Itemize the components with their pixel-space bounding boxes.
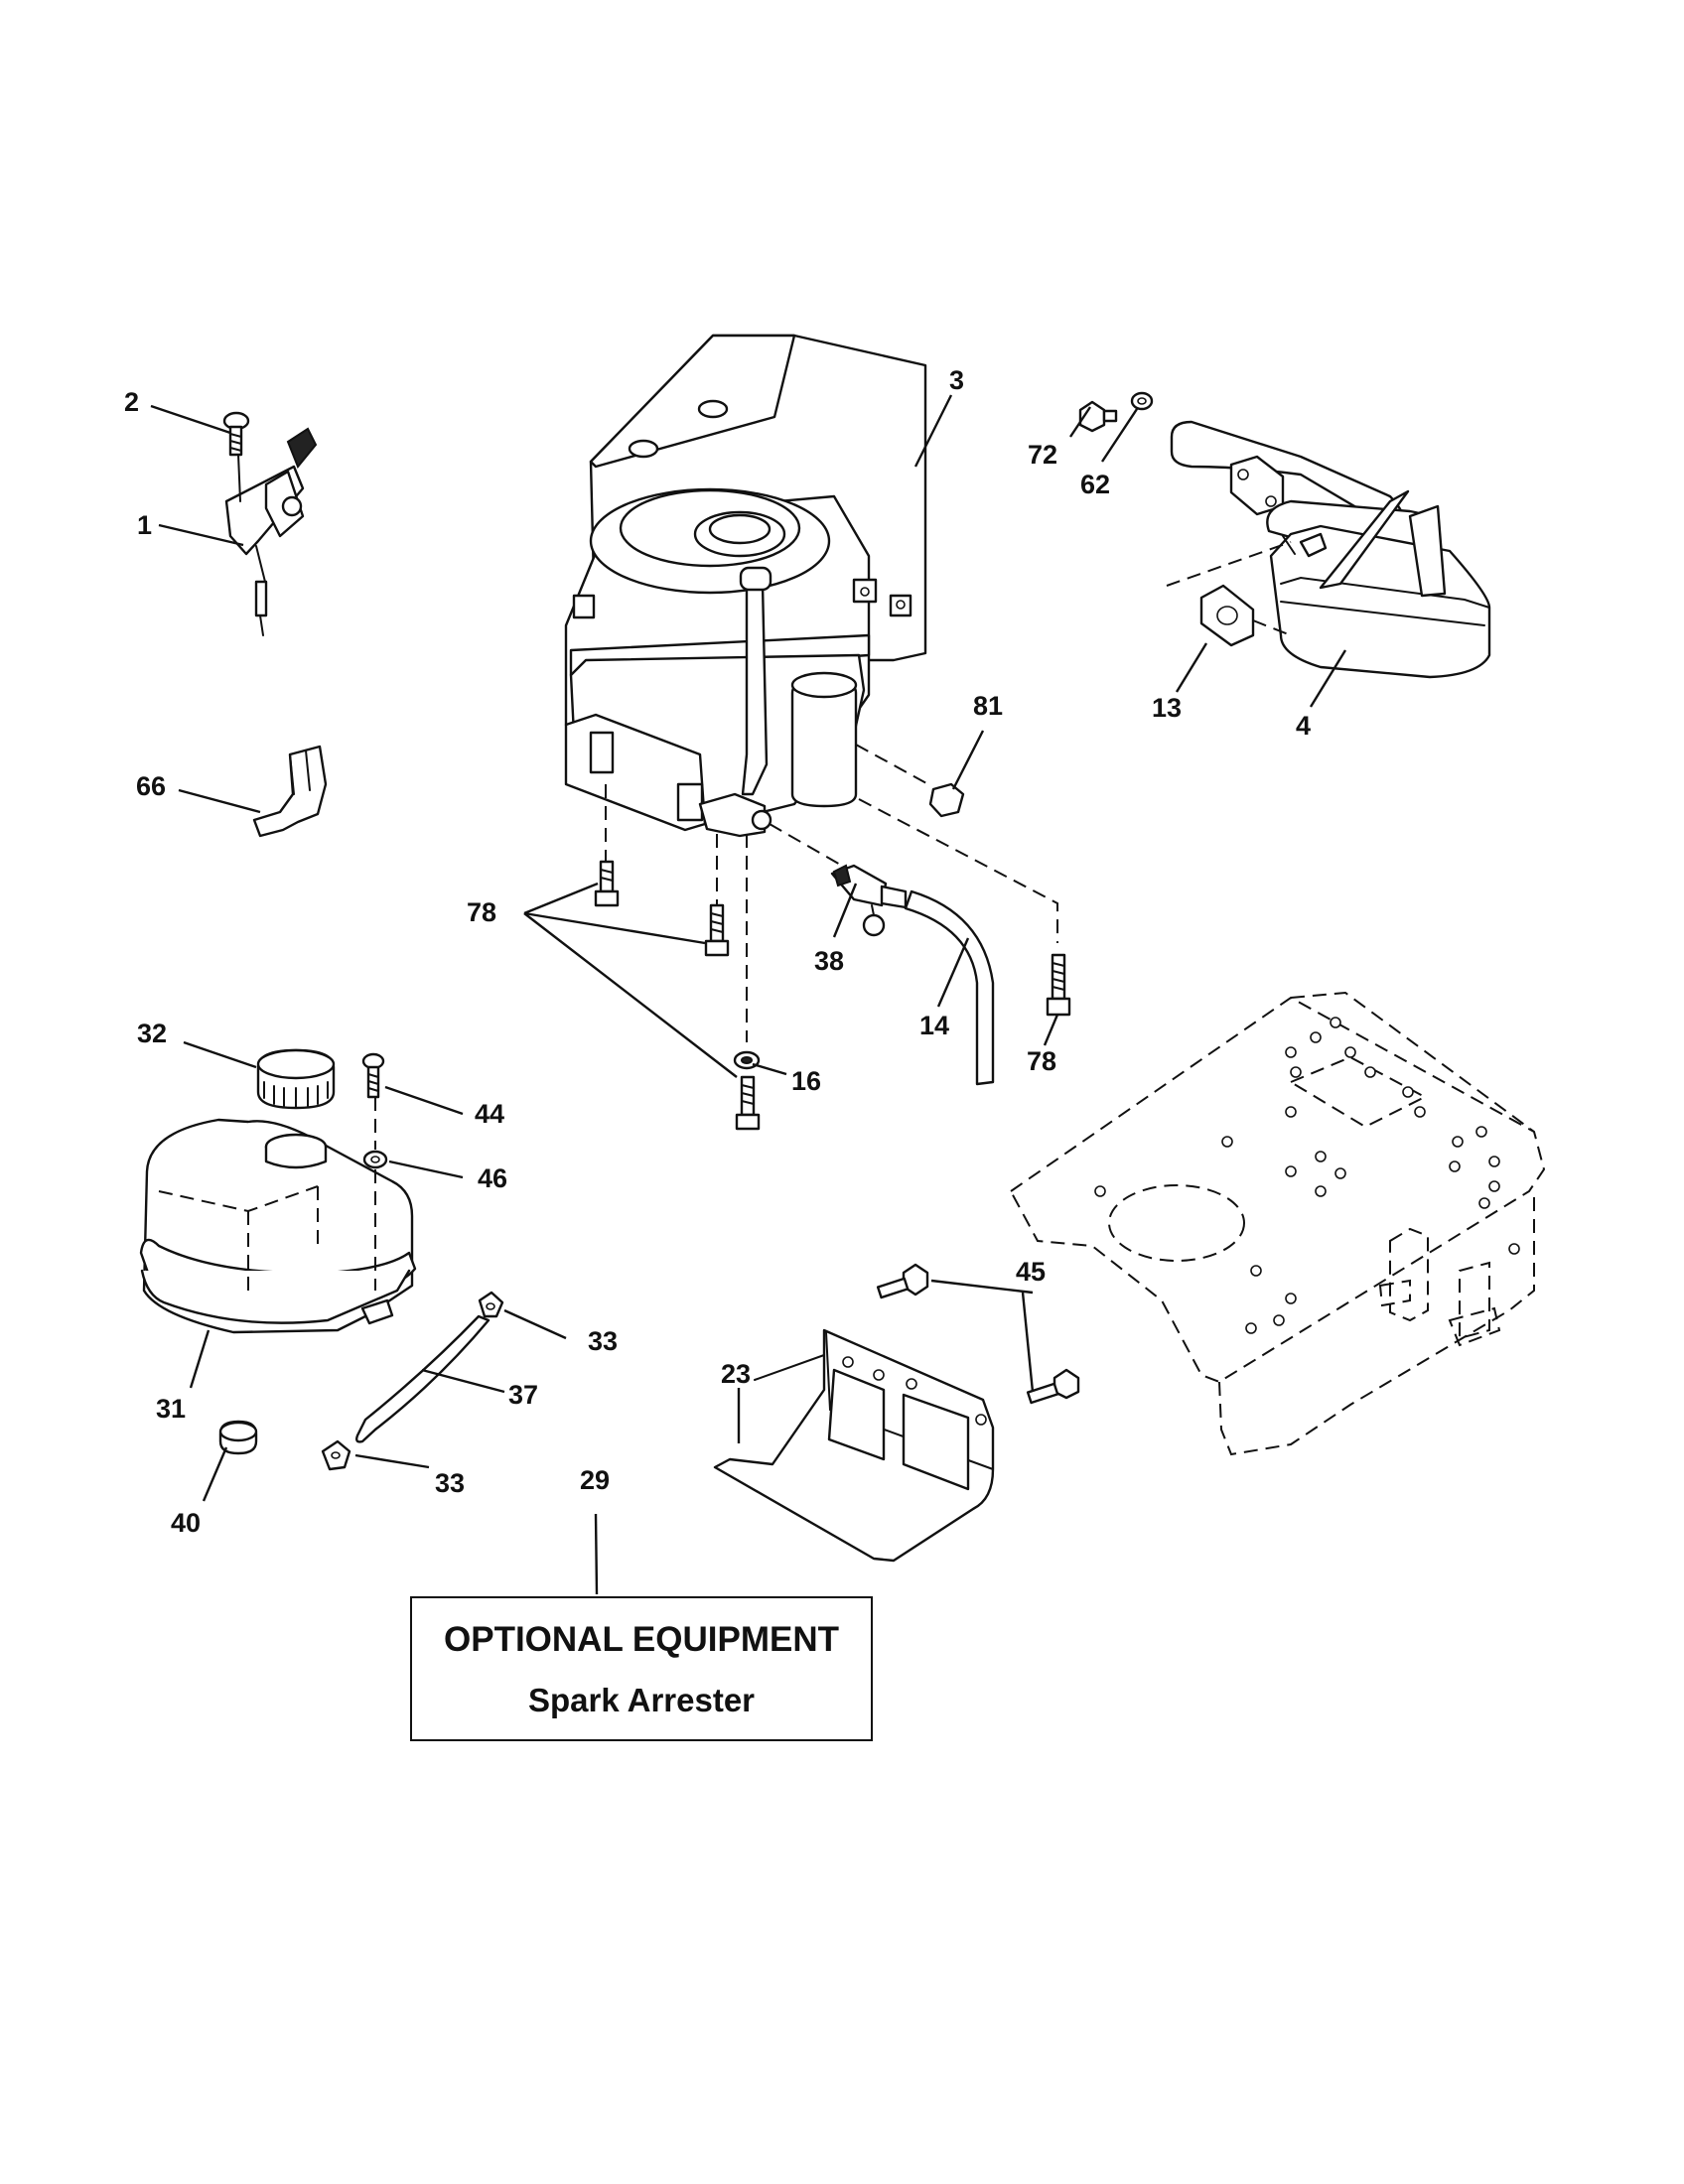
frame-dashed [1009,991,1546,1456]
bolt-part-78-b [704,903,730,957]
bolt-part-45-upper [876,1263,929,1299]
callout-78-right: 78 [1027,1046,1056,1076]
frame-holes [1094,1017,1520,1334]
throttle-control-part-1 [224,427,318,636]
optional-equipment-title: OPTIONAL EQUIPMENT [444,1620,839,1659]
callout-72: 72 [1028,440,1057,470]
washer-part-62 [1130,391,1154,411]
alignment-lines [605,744,1058,1042]
callout-16: 16 [791,1066,821,1096]
callout-33-upper: 33 [588,1326,618,1356]
callout-23: 23 [721,1359,751,1389]
callout-37: 37 [508,1380,538,1410]
callout-45: 45 [1016,1257,1046,1287]
callout-44: 44 [475,1099,504,1129]
bolt-part-78-a [594,860,620,907]
fuel-valve-part-38 [830,864,908,937]
hose-clamp-part-33-lower [321,1439,351,1471]
callout-32: 32 [137,1019,167,1048]
callout-66: 66 [136,771,166,801]
fuel-tank-part-31 [139,1097,417,1334]
callout-numbers: 1 2 3 4 13 14 16 23 29 31 32 33 33 37 38… [124,365,1311,1538]
callout-38: 38 [814,946,844,976]
callout-33-lower: 33 [435,1468,465,1498]
leader-lines [150,394,1347,1595]
screw-part-2 [222,411,250,457]
hose-clamp-part-33-upper [478,1291,504,1318]
callout-1: 1 [137,510,152,540]
bolt-part-78-d [1046,953,1071,1017]
nut-part-81 [928,782,965,818]
callout-62: 62 [1080,470,1110,499]
callout-31: 31 [156,1394,186,1424]
heat-shield-part-23 [713,1328,995,1563]
callout-40: 40 [171,1508,201,1538]
bolt-part-78-c [735,1075,761,1131]
callout-81: 81 [973,691,1003,721]
optional-equipment-box: OPTIONAL EQUIPMENT Spark Arrester [410,1596,873,1741]
fuel-cap-part-32 [256,1048,336,1110]
screw-part-44 [361,1052,385,1099]
bolt-part-72 [1078,400,1118,433]
grommet-part-40 [218,1420,258,1455]
callout-14: 14 [919,1011,949,1040]
callout-2: 2 [124,387,139,417]
washer-part-46 [362,1150,388,1169]
callout-29: 29 [580,1465,610,1495]
fuel-hose-part-14 [904,889,995,1086]
callout-4: 4 [1296,711,1311,741]
clip-part-66 [252,745,328,838]
callout-46: 46 [478,1163,507,1193]
muffler-part-4 [1170,420,1491,679]
spark-arrester-label: Spark Arrester [527,1682,756,1718]
callout-3: 3 [949,365,964,395]
callout-13: 13 [1152,693,1182,723]
engine-part-3 [564,334,927,838]
gasket-part-13 [1166,541,1292,647]
callout-78-left: 78 [467,897,496,927]
fuel-line-part-37 [354,1314,491,1443]
bolt-part-45-lower [1026,1368,1080,1405]
